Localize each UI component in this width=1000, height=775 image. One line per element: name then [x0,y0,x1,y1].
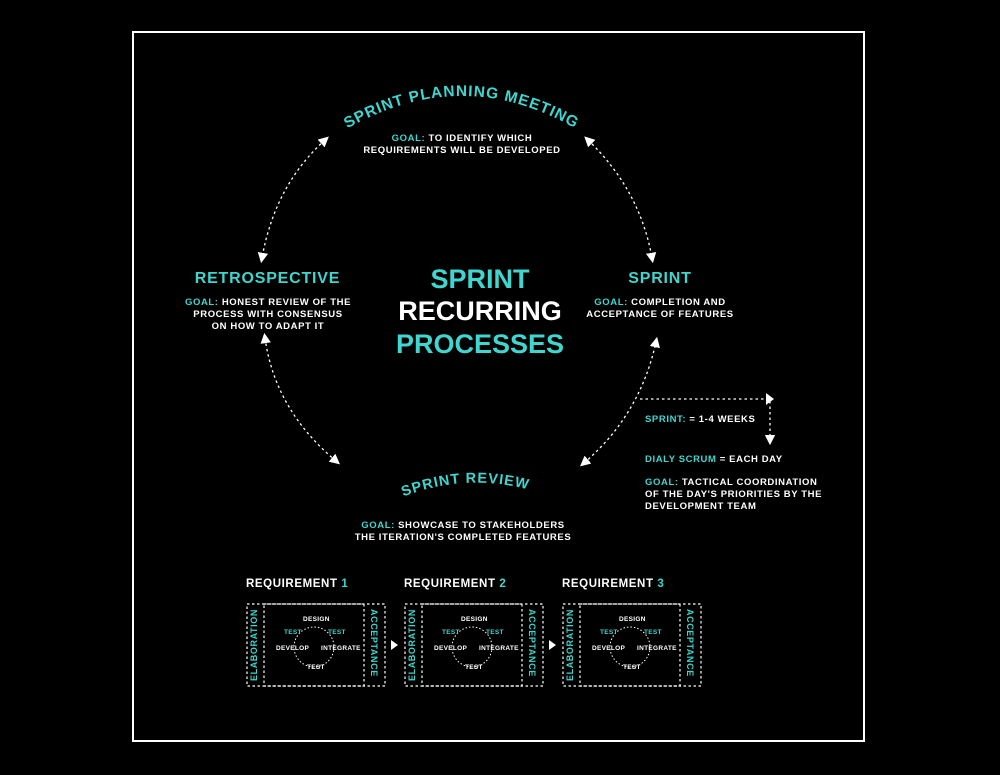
daily-scrum-value: = EACH DAY [719,454,783,465]
mini-develop: DEVELOP [592,645,626,652]
planning-goal: GOAL: TO IDENTIFY WHICH REQUIREMENTS WIL… [362,133,562,157]
retrospective-goal-text1: HONEST REVIEW OF THE [221,297,352,308]
requirement-box-2 [404,603,544,687]
planning-goal-label: GOAL: [391,133,426,144]
requirement-box-1 [246,603,386,687]
diagram-frame [132,31,865,742]
sprint-goal: GOAL: COMPLETION AND ACCEPTANCE OF FEATU… [575,297,745,321]
mini-cycle-circle [293,626,335,668]
review-goal-text1: SHOWCASE TO STAKEHOLDERS [398,520,565,531]
review-goal-text2: THE ITERATION'S COMPLETED FEATURES [354,532,572,543]
requirement-label: REQUIREMENT [246,578,338,590]
acceptance-label: ACCEPTANCE [369,609,379,677]
mini-cycle-circle [451,626,493,668]
mini-test-left: TEST [442,629,460,636]
planning-goal-text1: TO IDENTIFY WHICH [428,133,533,144]
retrospective-goal-label: GOAL: [184,297,219,308]
retrospective-goal-text3: ON HOW TO ADAPT IT [211,321,325,332]
acceptance-label: ACCEPTANCE [527,609,537,677]
requirement-title-3: REQUIREMENT 3 [562,578,664,590]
elaboration-label: ELABORATION [249,609,259,681]
requirement-number: 2 [499,578,507,590]
mini-develop: DEVELOP [276,645,310,652]
arrow-planning-to-sprint [584,136,657,264]
retrospective-goal-text2: PROCESS WITH CONSENSUS [193,309,343,320]
review-title: SPRINT REVIEW [399,471,531,501]
retrospective-goal: GOAL: HONEST REVIEW OF THE PROCESS WITH … [178,297,358,333]
daily-scrum-goal: GOAL: TACTICAL COORDINATION OF THE DAY'S… [645,477,850,513]
mini-test-left: TEST [600,629,618,636]
arrow-retrospective-to-review [260,332,340,465]
daily-scrum-goal-text2: OF THE DAY'S PRIORITIES BY THE [645,489,823,500]
mini-test-bottom: TEST [623,664,641,671]
planning-title: SPRINT PLANNING MEETING [341,83,582,132]
review-goal: GOAL: SHOWCASE TO STAKEHOLDERS THE ITERA… [348,520,578,544]
sprint-goal-label: GOAL: [594,297,628,308]
arrow-planning-to-retrospective [257,136,329,264]
mini-test-right: TEST [328,629,346,636]
daily-scrum-goal-label: GOAL: [645,477,679,488]
mini-test-right: TEST [486,629,504,636]
planning-goal-text2: REQUIREMENTS WILL BE DEVELOPED [363,145,561,156]
daily-scrum-label: DIALY SCRUM [645,454,717,465]
mini-test-right: TEST [644,629,662,636]
sprint-duration: SPRINT: = 1-4 WEEKS [645,414,845,426]
sprint-goal-text1: COMPLETION AND [631,297,726,308]
daily-scrum-goal-text3: DEVELOPMENT TEAM [645,501,757,512]
inner-box [421,603,523,687]
elaboration-label: ELABORATION [407,609,417,681]
center-title-line1: SPRINT [430,264,530,294]
retrospective-title: RETROSPECTIVE [194,270,341,287]
sprint-title: SPRINT [628,270,692,287]
mini-integrate: INTEGRATE [637,645,677,652]
sprint-goal-text2: ACCEPTANCE OF FEATURES [586,309,734,320]
requirement-label: REQUIREMENT [562,578,654,590]
mini-cycle-circle [609,626,651,668]
mini-test-bottom: TEST [307,664,325,671]
requirement-title-1: REQUIREMENT 1 [246,578,348,590]
next-requirement-arrow [391,640,398,650]
daily-scrum: DIALY SCRUM = EACH DAY [645,454,845,466]
elaboration-label: ELABORATION [565,609,575,681]
mini-design: DESIGN [303,616,330,623]
scrum-loop-arrowhead [766,393,774,405]
daily-scrum-goal-text1: TACTICAL COORDINATION [681,477,818,488]
requirement-number: 1 [341,578,349,590]
mini-test-left: TEST [284,629,302,636]
requirement-box-3 [562,603,702,687]
sprint-duration-label: SPRINT: [645,414,687,425]
inner-box [579,603,681,687]
mini-test-bottom: TEST [465,664,483,671]
center-title-line2: RECURRING [398,296,562,326]
next-requirement-arrow [549,640,556,650]
mini-design: DESIGN [619,616,646,623]
mini-integrate: INTEGRATE [479,645,519,652]
mini-develop: DEVELOP [434,645,468,652]
sprint-duration-value: = 1-4 WEEKS [689,414,756,425]
inner-box [263,603,365,687]
mini-design: DESIGN [461,616,488,623]
review-goal-label: GOAL: [361,520,395,531]
requirement-number: 3 [657,578,665,590]
acceptance-label: ACCEPTANCE [685,609,695,677]
arrow-review-to-sprint [580,336,660,467]
mini-integrate: INTEGRATE [321,645,361,652]
center-title-line3: PROCESSES [395,329,565,359]
requirement-label: REQUIREMENT [404,578,496,590]
requirement-title-2: REQUIREMENT 2 [404,578,506,590]
